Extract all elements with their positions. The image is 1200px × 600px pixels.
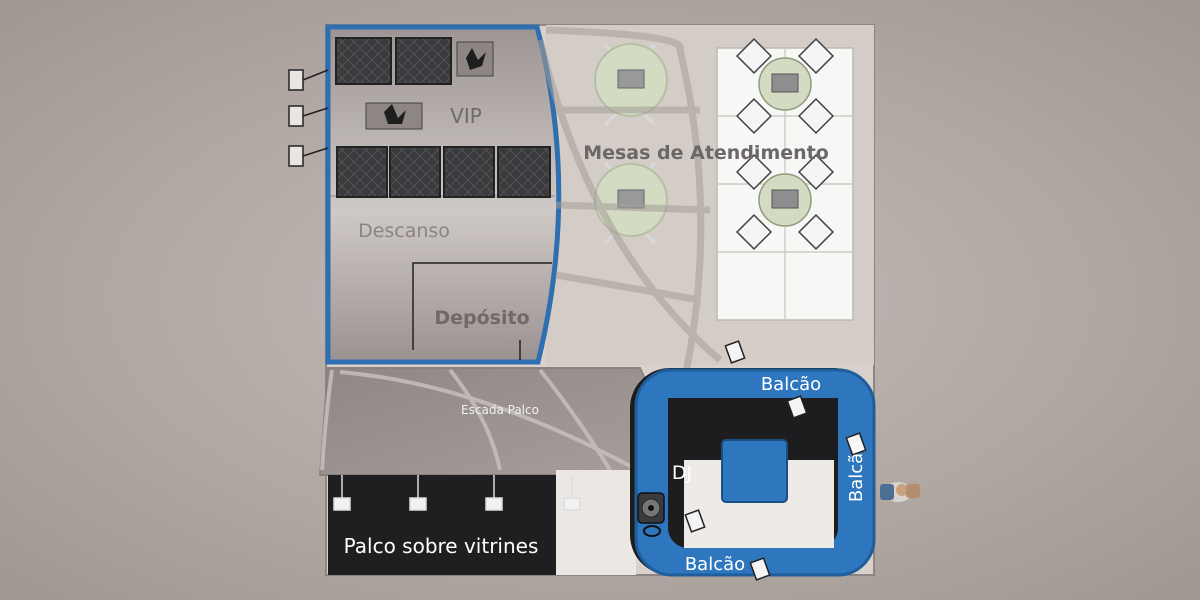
spotlight-icon: [684, 509, 706, 533]
spotlight-icon: [288, 145, 329, 167]
spotlight-icon: [749, 557, 771, 581]
mesas-label: Mesas de Atendimento: [583, 142, 829, 164]
spotlight-icon: [288, 105, 329, 127]
spotlight-icon: [563, 475, 581, 511]
balcao-right-label: Balcão: [846, 442, 867, 502]
plant-icon: [365, 102, 423, 130]
sofa-icon: [395, 37, 452, 85]
sofa-icon: [335, 37, 392, 85]
vip-label: VIP: [450, 104, 482, 128]
spotlight-icon: [333, 475, 351, 511]
spotlight-icon: [786, 395, 808, 419]
plant-icon: [456, 41, 494, 77]
table-with-chairs-icon: [735, 37, 835, 135]
stage-platform: [328, 475, 556, 575]
spotlight-icon: [288, 69, 329, 91]
person-icon: [880, 482, 920, 502]
spotlight-icon: [724, 340, 746, 364]
sofa-icon: [336, 146, 388, 198]
palco-label: Palco sobre vitrines: [344, 534, 539, 558]
deposito-label: Depósito: [434, 307, 529, 329]
spotlight-icon: [485, 475, 503, 511]
balcao-bottom-label: Balcão: [685, 554, 745, 575]
stage-side-floor: [556, 470, 636, 575]
dj-turntable-icon: [637, 492, 665, 537]
stage-stairs: [318, 367, 659, 476]
sofa-icon: [497, 146, 551, 198]
truss-structure: [536, 26, 723, 472]
escada-label: Escada Palco: [461, 403, 539, 417]
spotlight-icon: [409, 475, 427, 511]
table-with-chairs-icon: [594, 43, 668, 127]
spotlight-icon: [845, 432, 867, 456]
balcao-top-label: Balcão: [761, 374, 821, 395]
table-with-chairs-icon: [594, 161, 668, 245]
sofa-icon: [443, 146, 495, 198]
dj-label: DJ: [672, 462, 692, 484]
table-with-chairs-icon: [735, 153, 835, 251]
descanso-label: Descanso: [358, 220, 450, 242]
sofa-icon: [389, 146, 441, 198]
stage-spotlights: [333, 475, 581, 511]
deposit-partition: [412, 262, 552, 360]
counter-island: [721, 439, 788, 503]
